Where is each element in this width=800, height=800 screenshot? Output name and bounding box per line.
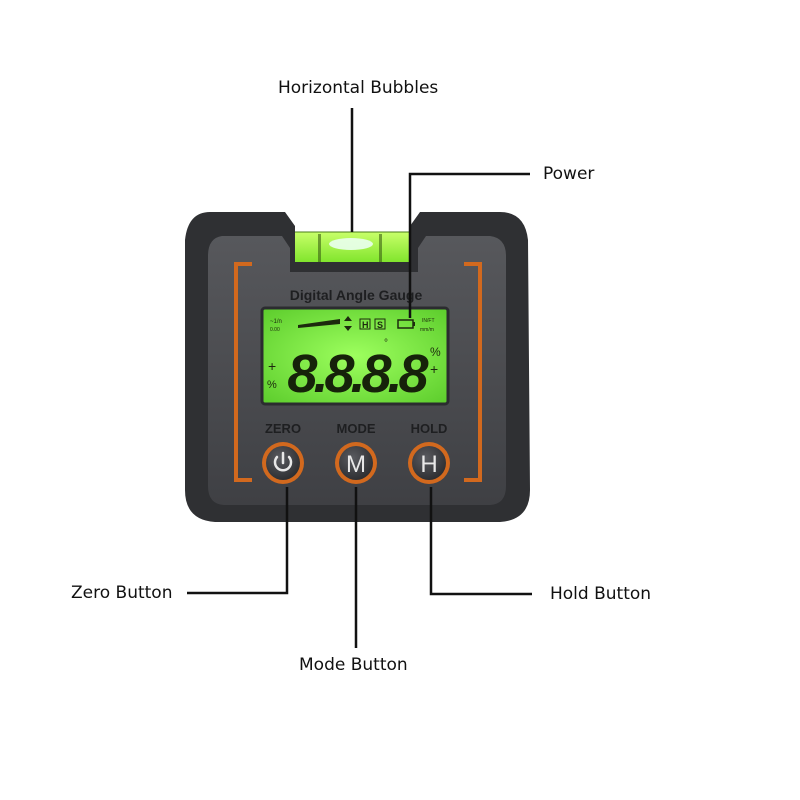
device-title: Digital Angle Gauge bbox=[290, 287, 423, 303]
lcd-hold-indicator: H bbox=[362, 320, 369, 330]
hold-label: HOLD bbox=[411, 421, 448, 436]
svg-text:~1/n: ~1/n bbox=[270, 319, 282, 325]
orange-brackets bbox=[234, 262, 482, 482]
lcd-slope-indicator: S bbox=[377, 320, 383, 330]
lcd-plus-left: + bbox=[268, 358, 276, 374]
zero-label: ZERO bbox=[265, 421, 301, 436]
mode-button-glyph: M bbox=[346, 451, 366, 478]
callout-mode-button: Mode Button bbox=[299, 655, 408, 675]
callout-zero-button: Zero Button bbox=[71, 583, 173, 603]
hold-button[interactable]: H bbox=[408, 442, 450, 484]
leader-power bbox=[408, 172, 530, 318]
leader-lines bbox=[187, 108, 532, 648]
callout-horizontal-bubbles: Horizontal Bubbles bbox=[278, 78, 439, 98]
power-icon bbox=[273, 451, 293, 472]
lcd-percent-left: % bbox=[267, 379, 277, 391]
lcd-digits: 8.8.8.8 bbox=[287, 344, 428, 404]
callout-power: Power bbox=[543, 164, 595, 184]
bubble-vial bbox=[284, 231, 416, 271]
lcd-degree: ° bbox=[384, 338, 388, 349]
svg-text:0.00: 0.00 bbox=[270, 327, 280, 333]
lcd-indicator-row: ~1/n 0.00 H S IN/FT mm/m bbox=[270, 316, 435, 333]
svg-text:mm/m: mm/m bbox=[420, 327, 434, 333]
svg-text:IN/FT: IN/FT bbox=[422, 318, 435, 324]
mode-label: MODE bbox=[337, 421, 376, 436]
lcd-percent-right: % bbox=[430, 345, 441, 359]
mode-button[interactable]: M bbox=[335, 442, 377, 484]
leader-zero-button bbox=[187, 487, 289, 595]
lcd-plus-right: + bbox=[430, 361, 438, 377]
battery-icon bbox=[397, 319, 415, 329]
callout-hold-button: Hold Button bbox=[550, 584, 652, 604]
lcd-display: ~1/n 0.00 H S IN/FT mm/m + % % + ° 8.8.8… bbox=[260, 306, 450, 406]
leader-hold-button bbox=[429, 487, 532, 596]
zero-button[interactable] bbox=[262, 442, 304, 484]
hold-button-glyph: H bbox=[420, 451, 437, 478]
